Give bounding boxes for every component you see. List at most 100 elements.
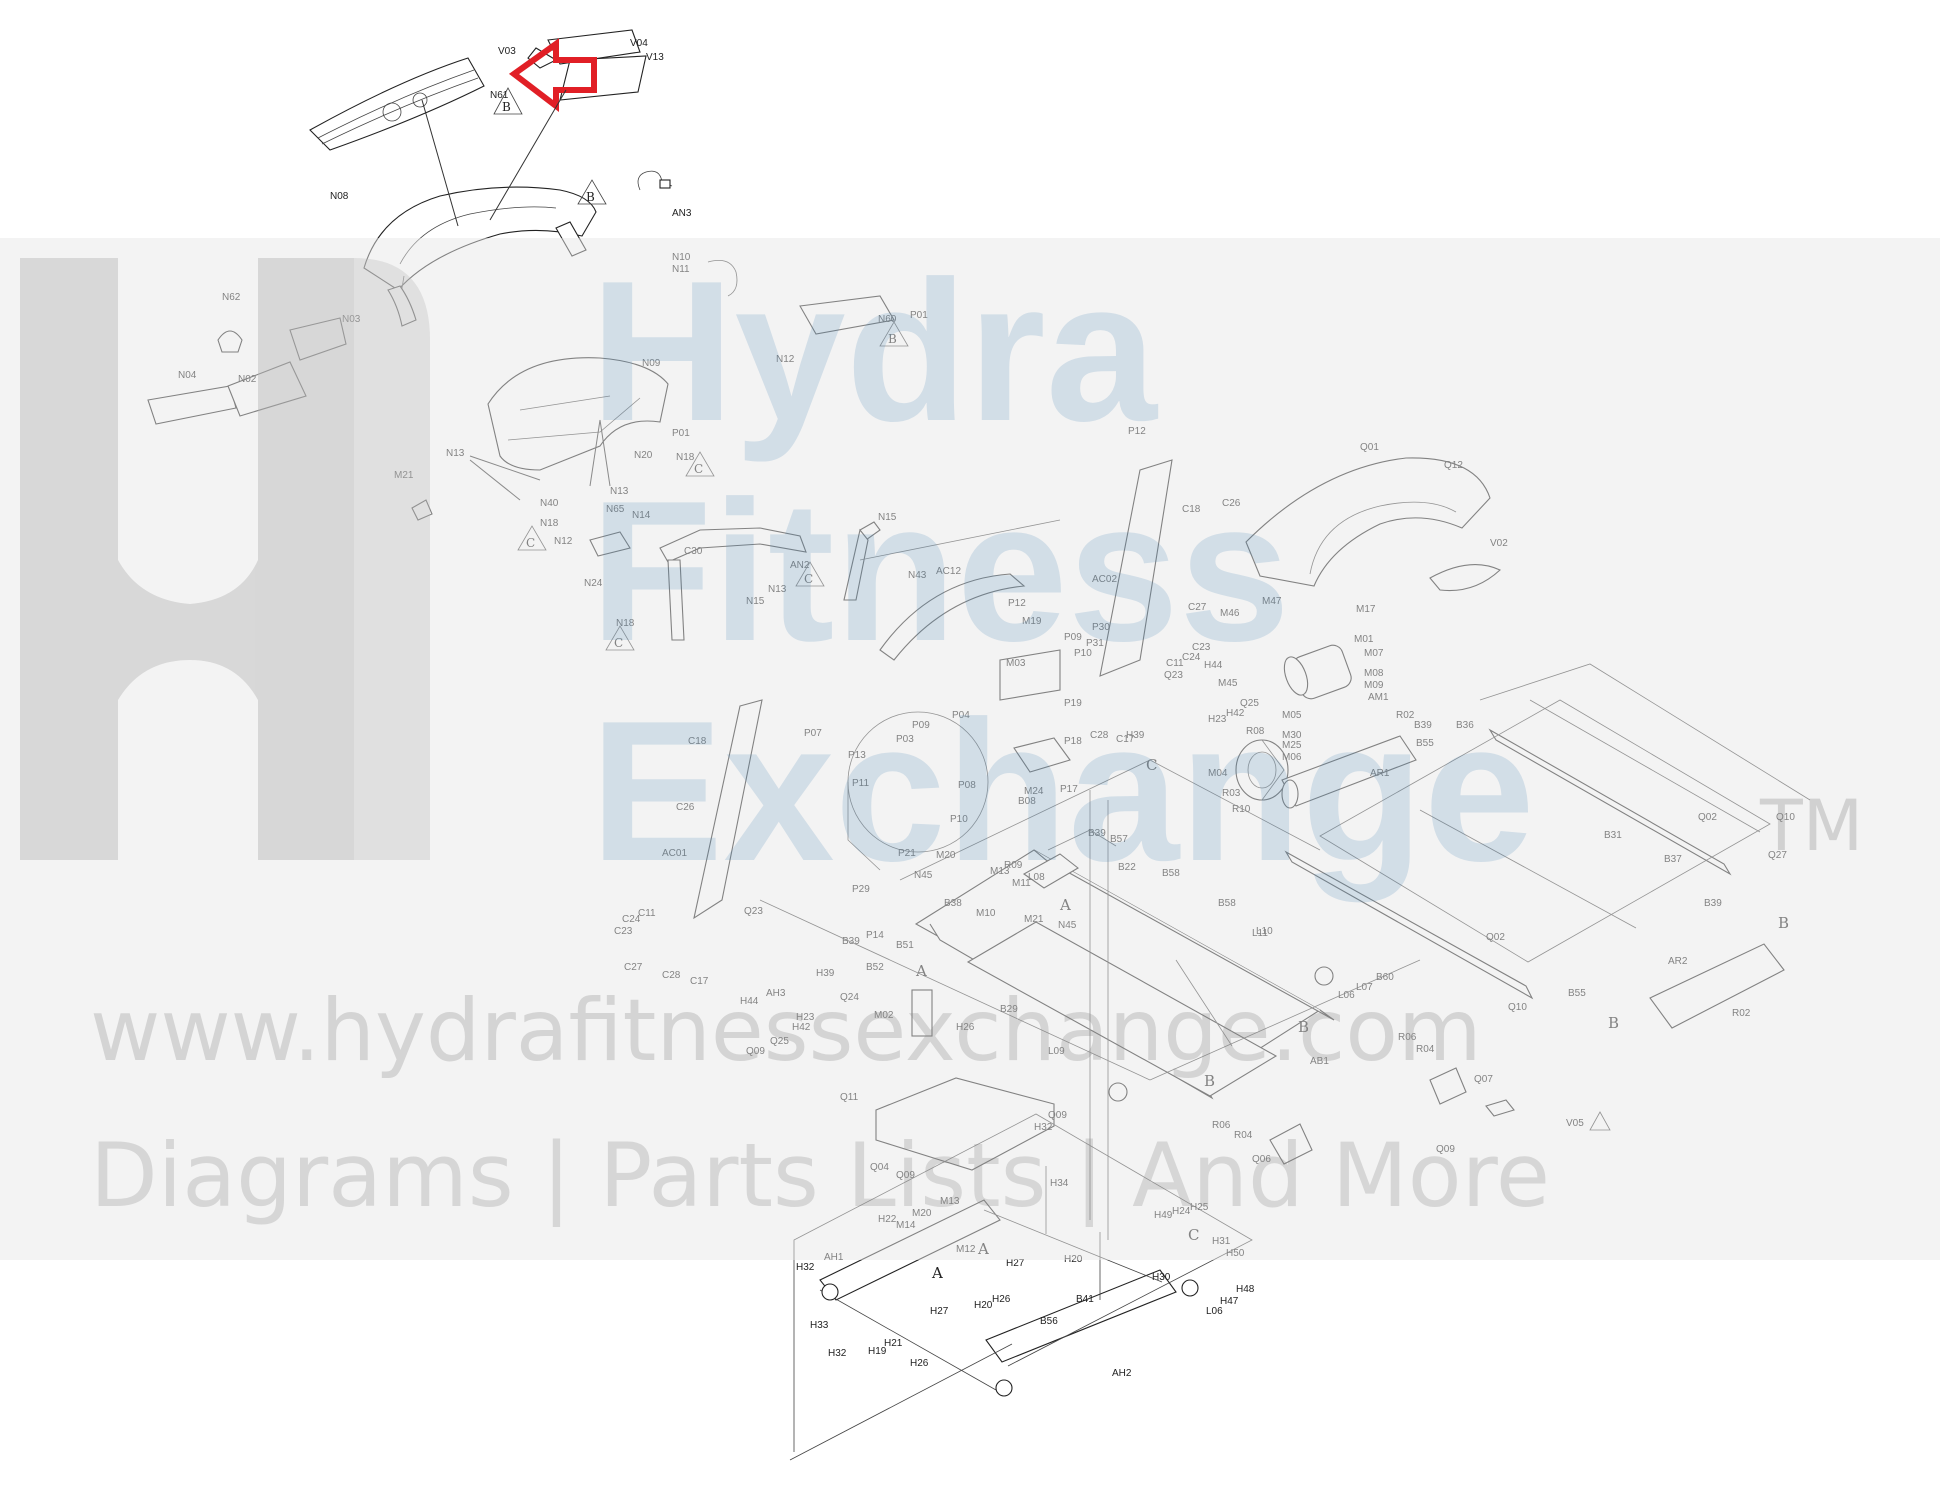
callout: M20 bbox=[936, 850, 956, 861]
callout: H19 bbox=[868, 1346, 887, 1357]
callout: AB1 bbox=[1310, 1056, 1329, 1067]
callout: H26 bbox=[910, 1358, 929, 1369]
callout: M13 bbox=[940, 1196, 960, 1207]
callout: B57 bbox=[1110, 834, 1128, 845]
callout: N15 bbox=[878, 512, 897, 523]
callout: P13 bbox=[848, 750, 866, 761]
callout: N09 bbox=[642, 358, 661, 369]
callout: M47 bbox=[1262, 596, 1282, 607]
watermark-brand-2: Fitness bbox=[590, 460, 1290, 683]
callout: R04 bbox=[1416, 1044, 1435, 1055]
callout: B60 bbox=[1376, 972, 1394, 983]
callout: N13 bbox=[446, 448, 465, 459]
pad-n14 bbox=[589, 531, 631, 557]
callout: H30 bbox=[1152, 1272, 1171, 1283]
console-assembly bbox=[147, 29, 895, 557]
section-c-2: C bbox=[1188, 1226, 1199, 1244]
callout: H26 bbox=[992, 1294, 1011, 1305]
callout: C28 bbox=[662, 970, 681, 981]
callout: H42 bbox=[1226, 708, 1245, 719]
upright-assembly bbox=[659, 459, 1173, 920]
callout: Q06 bbox=[1252, 1154, 1271, 1165]
callout: C24 bbox=[1182, 652, 1201, 663]
callout: R02 bbox=[1396, 710, 1415, 721]
cover-n03 bbox=[289, 317, 347, 361]
callout: L06 bbox=[1206, 1306, 1223, 1317]
callout: M12 bbox=[956, 1244, 976, 1255]
marker-b-2: B bbox=[586, 190, 595, 204]
section-b-1: B bbox=[1778, 914, 1789, 932]
handlebar-post bbox=[667, 559, 685, 641]
callout: H25 bbox=[1190, 1202, 1209, 1213]
callout: N15 bbox=[746, 596, 765, 607]
handrail-ac12 bbox=[879, 573, 1026, 661]
section-a-4: A bbox=[977, 1240, 989, 1258]
callout: M30 bbox=[1282, 730, 1302, 741]
wheel-l06 bbox=[1314, 966, 1334, 986]
callout: Q23 bbox=[1164, 670, 1183, 681]
controller-m02 bbox=[911, 989, 933, 1037]
bracket-n62 bbox=[217, 330, 243, 353]
callout: M25 bbox=[1282, 740, 1302, 751]
callout: M19 bbox=[1022, 616, 1042, 627]
callout: L11 bbox=[1252, 928, 1268, 939]
watermark-brand-3: Exchange bbox=[590, 680, 1535, 903]
callout: B39 bbox=[1704, 898, 1722, 909]
motor-cover-v02 bbox=[1429, 564, 1501, 592]
callout: H23 bbox=[796, 1012, 815, 1023]
callout: B51 bbox=[896, 940, 914, 951]
callout: H39 bbox=[816, 968, 835, 979]
callout: M08 bbox=[1364, 668, 1384, 679]
callout: C26 bbox=[1222, 498, 1241, 509]
console-grip-right bbox=[555, 221, 587, 257]
callout: H21 bbox=[884, 1338, 903, 1349]
callout: Q09 bbox=[1436, 1144, 1455, 1155]
callout: Q07 bbox=[1474, 1074, 1493, 1085]
callout: Q24 bbox=[840, 992, 859, 1003]
callout: V05 bbox=[1566, 1118, 1584, 1129]
callout: P17 bbox=[1060, 784, 1078, 795]
callout: N18 bbox=[616, 618, 635, 629]
rail-q02-left bbox=[1284, 850, 1534, 1000]
callout: N11 bbox=[672, 264, 690, 275]
console-housing-n08 bbox=[363, 186, 597, 291]
callout: AC12 bbox=[936, 566, 961, 577]
callout: P31 bbox=[1086, 638, 1104, 649]
motor-cover-assembly bbox=[1235, 457, 1501, 801]
callout: P29 bbox=[852, 884, 870, 895]
motor-cover-q01 bbox=[1245, 457, 1491, 587]
callout: H50 bbox=[1226, 1248, 1245, 1259]
marker-c-4: C bbox=[614, 636, 623, 650]
callout: N20 bbox=[634, 450, 653, 461]
callout: M21 bbox=[1024, 914, 1044, 925]
callout: H48 bbox=[1236, 1284, 1255, 1295]
watermark-logo-h-icon bbox=[20, 258, 430, 860]
label-v05 bbox=[1485, 1099, 1515, 1117]
callout: M20 bbox=[912, 1208, 932, 1219]
callout: B36 bbox=[1456, 720, 1474, 731]
callout: V03 bbox=[498, 46, 516, 57]
callout: B38 bbox=[944, 898, 962, 909]
callout: P19 bbox=[1064, 698, 1082, 709]
watermark: Hydra Fitness Exchange TM www.hydrafitne… bbox=[0, 238, 1940, 1260]
callout: Q10 bbox=[1508, 1002, 1527, 1013]
callout: M17 bbox=[1356, 604, 1376, 615]
callout: M01 bbox=[1354, 634, 1374, 645]
console-grip-left bbox=[387, 285, 417, 327]
callout: N45 bbox=[914, 870, 933, 881]
callout: H22 bbox=[878, 1214, 897, 1225]
callout: P30 bbox=[1092, 622, 1110, 633]
callout: Q09 bbox=[746, 1046, 765, 1057]
callout: M21 bbox=[394, 470, 414, 481]
callout: Q09 bbox=[896, 1170, 915, 1181]
callout: N13 bbox=[610, 486, 629, 497]
callout: R10 bbox=[1232, 804, 1251, 815]
callout: P12 bbox=[1008, 598, 1026, 609]
callout: P03 bbox=[896, 734, 914, 745]
callout: P11 bbox=[852, 778, 869, 789]
callout: AN2 bbox=[790, 560, 810, 571]
callout: H32 bbox=[796, 1262, 815, 1273]
callout: H20 bbox=[1064, 1254, 1083, 1265]
section-c-1: C bbox=[1146, 756, 1157, 774]
marker-c-1: C bbox=[694, 462, 703, 476]
